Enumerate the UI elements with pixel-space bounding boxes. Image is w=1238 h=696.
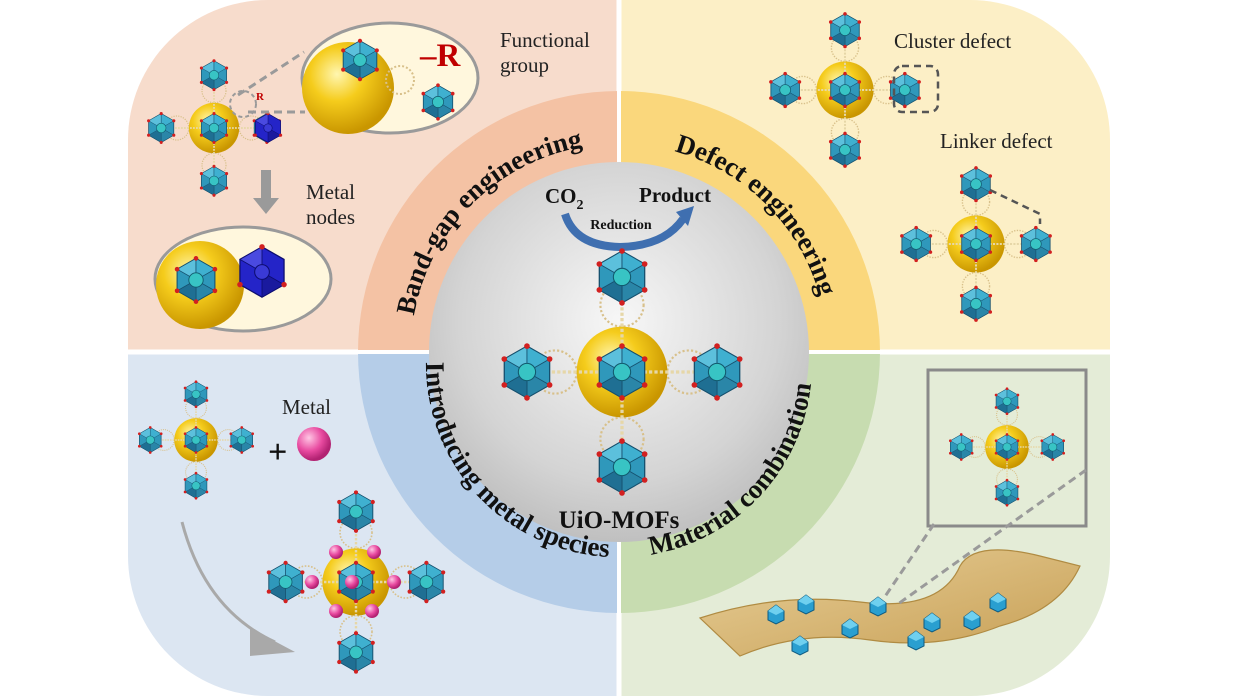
cluster-defect-box <box>892 64 940 114</box>
band-gap-illustration: R –R <box>147 21 480 333</box>
metal-label: Metal <box>282 395 331 419</box>
defect-illustration <box>769 12 1052 322</box>
curved-arrow-head <box>250 628 295 656</box>
linker-defect-label: Linker defect <box>940 129 1053 153</box>
uio-mofs-title: UiO-MOFs <box>559 507 680 534</box>
small-r-symbol: R <box>256 91 265 103</box>
plus-sign: + <box>268 434 287 471</box>
material-combination-illustration <box>698 368 1088 657</box>
co2-reduction-scheme: CO2 Product Reduction <box>545 183 711 252</box>
linker-defect-marker <box>989 188 1042 224</box>
metal-sphere-icon <box>297 427 331 461</box>
down-arrow <box>253 198 279 214</box>
metal-nodes-label: Metal nodes <box>306 180 355 229</box>
co2-label: CO2 <box>545 184 584 213</box>
product-label: Product <box>639 183 711 207</box>
reduction-label: Reduction <box>590 218 652 233</box>
functional-group-label: Functional group <box>500 28 590 77</box>
metal-species-illustration: + Metal <box>138 380 445 673</box>
reduction-arrow-head <box>676 206 694 226</box>
cluster-defect-label: Cluster defect <box>894 29 1011 53</box>
support-sheet <box>698 549 1081 657</box>
r-group-symbol: –R <box>419 38 462 74</box>
